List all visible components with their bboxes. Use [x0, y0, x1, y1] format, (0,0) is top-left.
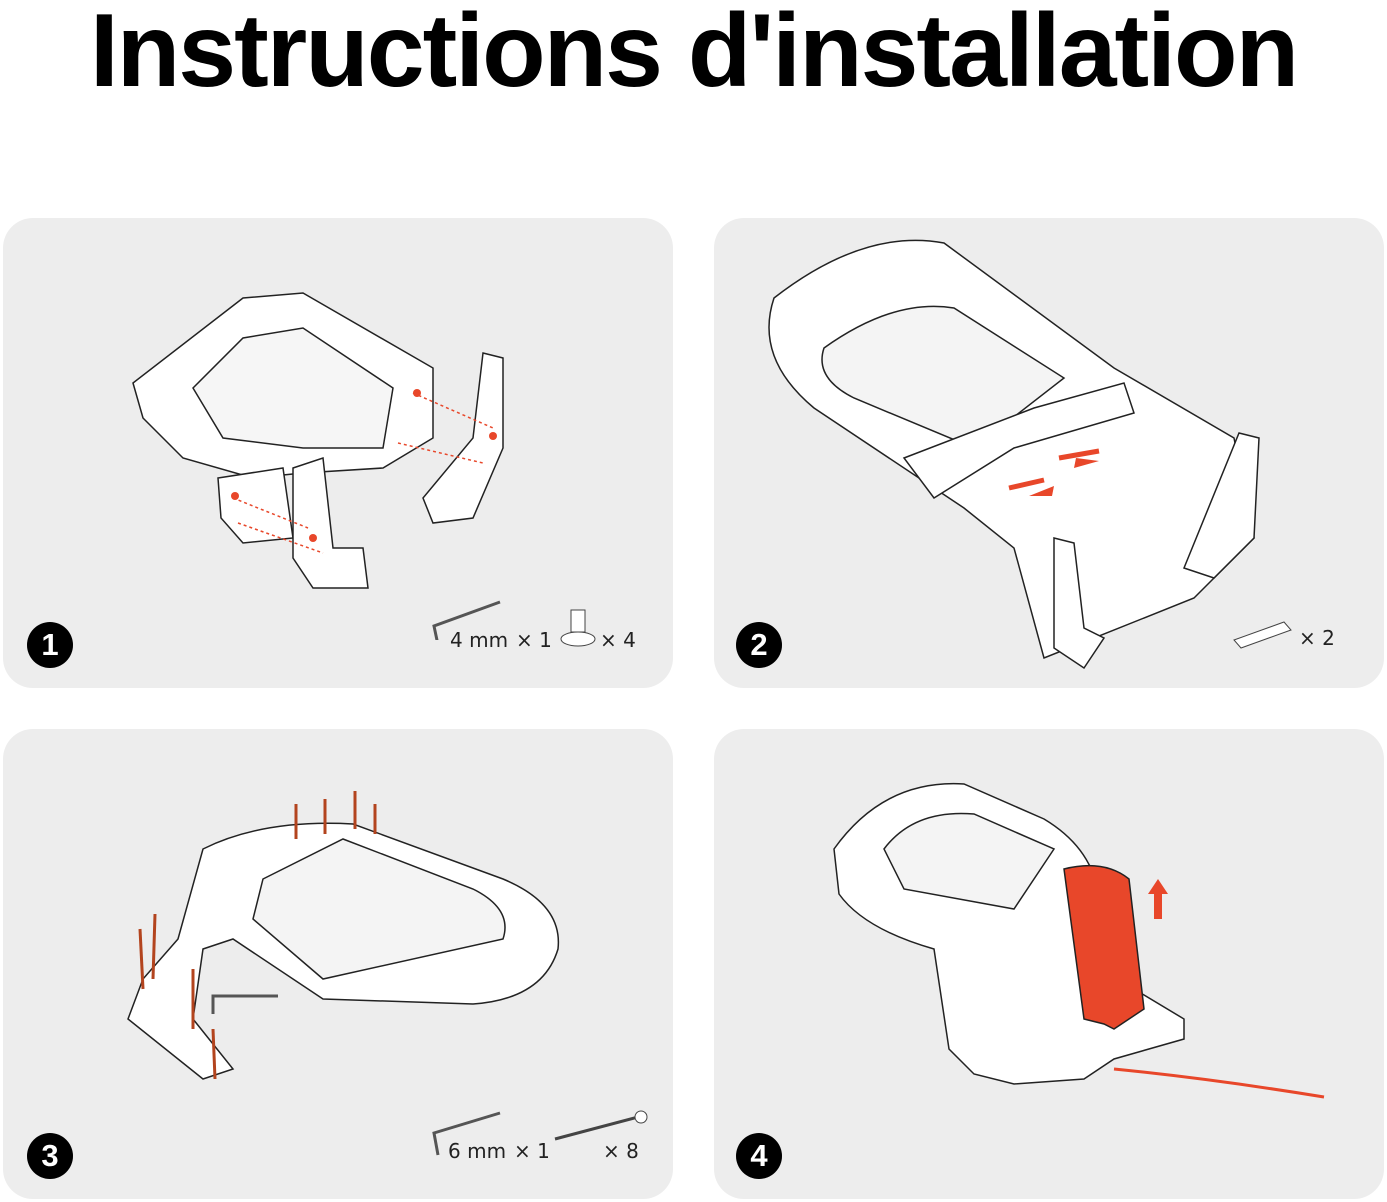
- step-1-parts: 4 mm × 1 × 4: [428, 600, 668, 652]
- pin-icon: [1233, 621, 1292, 649]
- step-2-parts: × 2: [1229, 610, 1369, 655]
- step-3-illustration: [127, 791, 560, 1080]
- step-number-badge: 2: [736, 622, 782, 668]
- page-title: Instructions d'installation: [89, 0, 1299, 109]
- step-number-badge: 3: [27, 1133, 73, 1179]
- bolt-qty: × 4: [600, 628, 636, 652]
- bolt-icon: [560, 609, 596, 647]
- hex-key-qty: × 1: [516, 628, 552, 652]
- step-number-badge: 4: [736, 1133, 782, 1179]
- pin-qty: × 2: [1299, 626, 1335, 650]
- step-1-panel: 1 4 mm × 1 × 4: [3, 218, 673, 688]
- hex-key-qty: × 1: [514, 1139, 550, 1163]
- hex-key-icon: [432, 1111, 501, 1156]
- step-3-panel: 3 6 mm × 8 × 1 × 8: [3, 729, 673, 1199]
- hex-key-size: 6 mm: [448, 1139, 507, 1163]
- step-number-badge: 1: [27, 622, 73, 668]
- step-4-illustration: [833, 782, 1325, 1099]
- step-2-panel: 2 × 2: [714, 218, 1384, 688]
- screw-icon: [554, 1110, 648, 1141]
- hex-key-icon: [432, 600, 501, 640]
- step-4-panel: 4: [714, 729, 1384, 1199]
- hex-key-size: 4 mm: [450, 628, 509, 652]
- step-3-parts: 6 mm × 8 × 1 × 8: [428, 1109, 668, 1164]
- step-1-illustration: [132, 292, 504, 589]
- screw-qty: × 8: [603, 1139, 639, 1163]
- step-2-illustration: [768, 239, 1260, 670]
